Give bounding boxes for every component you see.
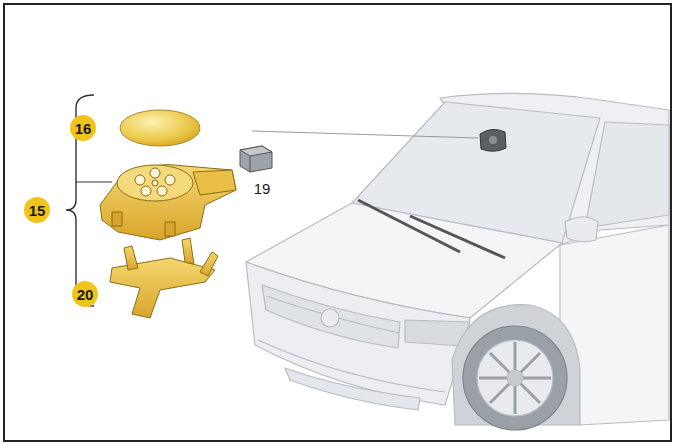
callout-number: 20 <box>77 287 94 302</box>
callout-number: 16 <box>75 121 92 136</box>
callout-circle: 16 <box>70 115 96 141</box>
callout-circle: 20 <box>72 281 98 307</box>
callout-circle: 15 <box>24 197 50 223</box>
callout-number: 15 <box>29 203 46 218</box>
callout-number: 19 <box>254 181 271 196</box>
